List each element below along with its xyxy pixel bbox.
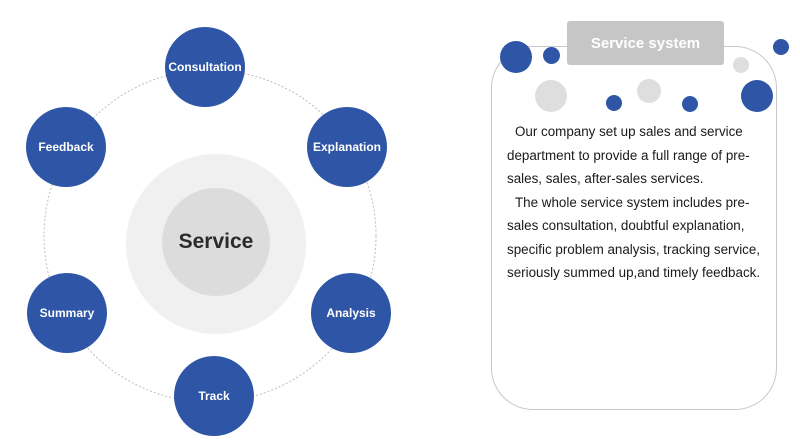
decor-dot xyxy=(606,95,622,111)
decor-dot xyxy=(741,80,773,112)
decor-dot xyxy=(500,41,532,73)
node-label: Explanation xyxy=(312,140,381,154)
node-summary: Summary xyxy=(27,273,107,353)
decor-dot xyxy=(733,57,749,73)
node-explanation: Explanation xyxy=(307,107,387,187)
panel-title: Service system xyxy=(590,34,701,52)
panel-paragraph: The whole service system includes pre-sa… xyxy=(507,194,761,281)
center-label: Service xyxy=(178,230,254,253)
decor-dot xyxy=(682,96,698,112)
node-label: Summary xyxy=(39,306,95,320)
node-consultation: Consultation xyxy=(165,27,245,107)
node-label: Track xyxy=(198,389,230,403)
panel-paragraph: Our company set up sales and service dep… xyxy=(507,124,750,186)
node-label: Analysis xyxy=(326,306,376,320)
node-analysis: Analysis xyxy=(311,273,391,353)
decor-dot xyxy=(637,79,661,103)
node-label: Feedback xyxy=(38,140,94,154)
decor-dot xyxy=(543,47,560,64)
node-feedback: Feedback xyxy=(26,107,106,187)
decor-dot xyxy=(535,80,567,112)
node-track: Track xyxy=(174,356,254,436)
panel-title-tab: Service system xyxy=(567,21,724,65)
decor-dot xyxy=(773,39,789,55)
panel-body: Our company set up sales and service dep… xyxy=(507,120,772,285)
center-service: Service xyxy=(162,188,270,296)
node-label: Consultation xyxy=(168,60,242,74)
